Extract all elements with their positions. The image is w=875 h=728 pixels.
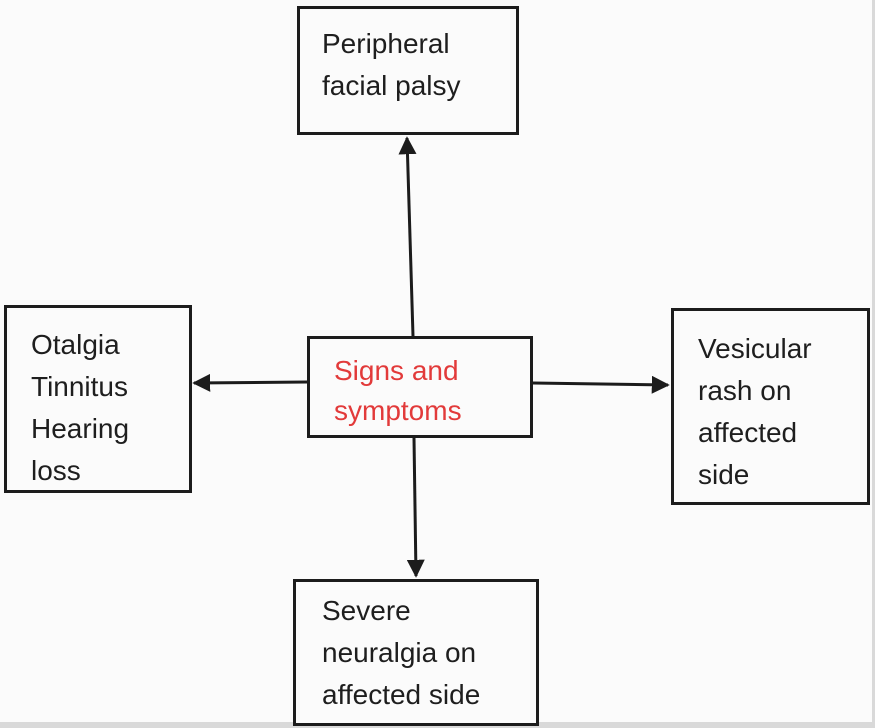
node-otalgia-tinnitus-hearing-loss: Otalgia Tinnitus Hearing loss bbox=[4, 305, 192, 493]
node-text-line: Hearing bbox=[31, 413, 130, 444]
node-text-line: loss bbox=[31, 455, 81, 486]
node-severe-neuralgia: Severe neuralgia on affected side bbox=[293, 579, 539, 726]
node-text-line: affected side bbox=[322, 679, 481, 710]
node-text-line: rash on bbox=[698, 375, 792, 406]
node-text-line: Severe bbox=[322, 595, 411, 626]
node-text-line: neuralgia on bbox=[322, 637, 477, 668]
node-text-line: facial palsy bbox=[322, 70, 461, 101]
arrow-to-bottom bbox=[406, 437, 425, 578]
arrow-to-top bbox=[398, 136, 417, 337]
node-text-line: Otalgia bbox=[31, 329, 120, 360]
center-text-line: symptoms bbox=[334, 395, 462, 426]
arrow-to-right bbox=[532, 375, 670, 394]
center-text-line: Signs and bbox=[334, 355, 459, 386]
node-text-line: affected bbox=[698, 417, 798, 448]
node-vesicular-rash: Vesicular rash on affected side bbox=[671, 308, 870, 505]
node-signs-and-symptoms: Signs and symptoms bbox=[307, 336, 533, 438]
arrow-to-left bbox=[192, 373, 308, 392]
node-peripheral-facial-palsy: Peripheral facial palsy bbox=[297, 6, 519, 135]
node-text-line: Vesicular bbox=[698, 333, 812, 364]
node-text-line: side bbox=[698, 459, 750, 490]
node-text-line: Tinnitus bbox=[31, 371, 129, 402]
node-text-line: Peripheral bbox=[322, 28, 450, 59]
